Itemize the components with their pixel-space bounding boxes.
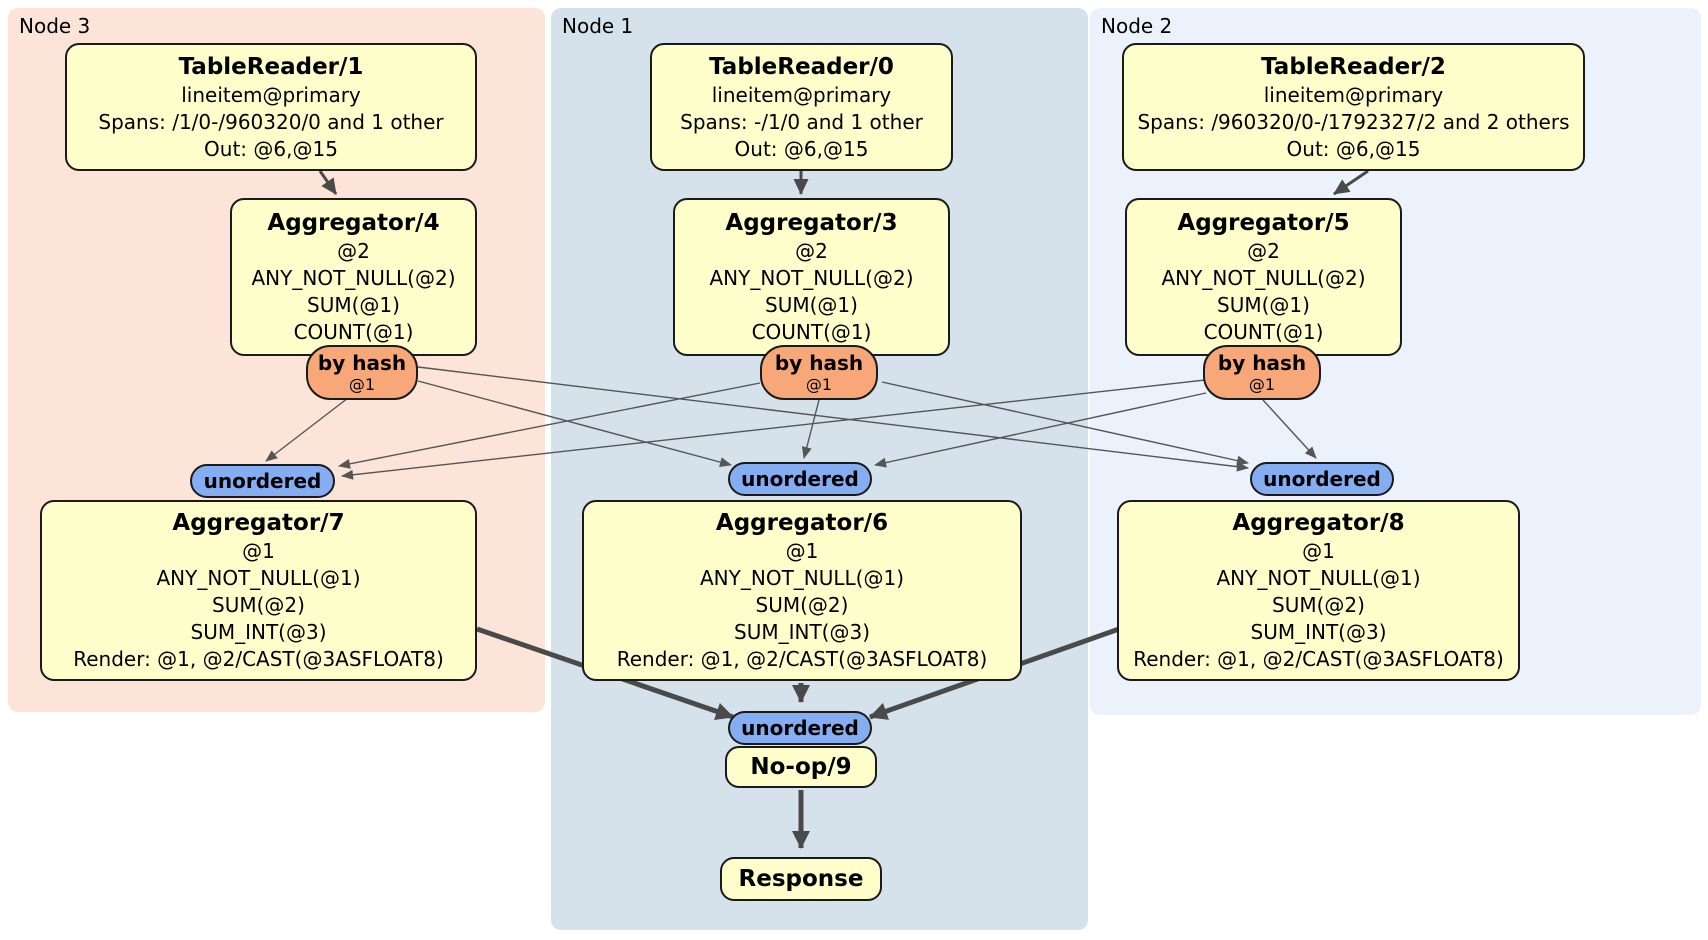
processor-line: Spans: -/1/0 and 1 other bbox=[680, 109, 923, 134]
processor-line: @2 bbox=[1247, 239, 1280, 263]
processor-line: Out: @6,@15 bbox=[204, 136, 338, 161]
processor-line: ANY_NOT_NULL(@2) bbox=[709, 266, 914, 290]
router-key: @1 bbox=[1248, 374, 1276, 394]
edge-bh2-uo2 bbox=[1262, 399, 1317, 459]
edge-bh3-uo3 bbox=[265, 397, 349, 462]
region-label-node2: Node 2 bbox=[1101, 14, 1173, 38]
processor-aggregator-3: Aggregator/3 @2 ANY_NOT_NULL(@2) SUM(@1)… bbox=[673, 198, 950, 356]
processor-line: Out: @6,@15 bbox=[1286, 136, 1421, 161]
processor-response: Response bbox=[720, 857, 882, 901]
processor-title: Aggregator/4 bbox=[267, 210, 440, 236]
processor-title: Aggregator/8 bbox=[1232, 510, 1405, 536]
stream-label: unordered bbox=[1263, 467, 1381, 491]
processor-line: @1 bbox=[785, 539, 819, 563]
stream-label: unordered bbox=[741, 716, 859, 740]
router-label: by hash bbox=[774, 350, 864, 375]
processor-aggregator-8: Aggregator/8 @1 ANY_NOT_NULL(@1) SUM(@2)… bbox=[1117, 500, 1520, 681]
processor-title: Aggregator/7 bbox=[172, 510, 345, 536]
processor-line: @2 bbox=[337, 239, 370, 263]
processor-title: Response bbox=[738, 866, 864, 892]
processor-aggregator-5: Aggregator/5 @2 ANY_NOT_NULL(@2) SUM(@1)… bbox=[1125, 198, 1402, 356]
processor-line: Spans: /960320/0-/1792327/2 and 2 others bbox=[1137, 109, 1570, 134]
processor-line: ANY_NOT_NULL(@2) bbox=[251, 266, 456, 290]
edges-tablereader-to-aggregator bbox=[318, 169, 1369, 196]
router-label: by hash bbox=[317, 350, 407, 375]
router-by-hash-node2: by hash @1 bbox=[1203, 345, 1321, 400]
processor-line: @1 bbox=[1302, 539, 1335, 563]
processor-title: Aggregator/5 bbox=[1177, 210, 1350, 236]
processor-line: ANY_NOT_NULL(@2) bbox=[1161, 266, 1366, 290]
edge-bh1-uo1 bbox=[801, 399, 820, 459]
processor-title: TableReader/1 bbox=[178, 53, 364, 80]
stream-unordered-node3: unordered bbox=[190, 464, 335, 498]
processor-line: ANY_NOT_NULL(@1) bbox=[156, 566, 361, 590]
processor-line: SUM_INT(@3) bbox=[190, 620, 327, 644]
edges-hash-to-unordered bbox=[265, 366, 1317, 480]
processor-tablereader-0: TableReader/0 lineitem@primary Spans: -/… bbox=[650, 43, 953, 171]
processor-line: SUM(@1) bbox=[1217, 293, 1310, 317]
processor-line: SUM_INT(@3) bbox=[734, 620, 870, 644]
processor-line: COUNT(@1) bbox=[751, 320, 872, 344]
processor-aggregator-7: Aggregator/7 @1 ANY_NOT_NULL(@1) SUM(@2)… bbox=[40, 500, 477, 681]
processor-line: Render: @1, @2/CAST(@3ASFLOAT8) bbox=[616, 647, 988, 671]
edge-bh3-uo1 bbox=[417, 380, 732, 467]
processor-line: SUM(@1) bbox=[765, 293, 858, 317]
processor-line: COUNT(@1) bbox=[1203, 320, 1324, 344]
processor-line: ANY_NOT_NULL(@1) bbox=[1216, 566, 1421, 590]
edge-bh1-uo3 bbox=[338, 382, 761, 469]
processor-line: @1 bbox=[242, 539, 275, 563]
edge-bh2-uo1 bbox=[874, 392, 1207, 468]
processor-aggregator-4: Aggregator/4 @2 ANY_NOT_NULL(@2) SUM(@1)… bbox=[230, 198, 477, 356]
router-by-hash-node1: by hash @1 bbox=[760, 345, 878, 400]
processor-line: lineitem@primary bbox=[1263, 82, 1444, 107]
processor-line: SUM_INT(@3) bbox=[1250, 620, 1387, 644]
processor-line: @2 bbox=[795, 239, 828, 263]
processor-line: Render: @1, @2/CAST(@3ASFLOAT8) bbox=[73, 647, 444, 671]
stream-unordered-node1: unordered bbox=[728, 462, 872, 496]
processor-tablereader-1: TableReader/1 lineitem@primary Spans: /1… bbox=[65, 43, 477, 171]
edge-tr1-agg4 bbox=[318, 170, 338, 195]
router-by-hash-node3: by hash @1 bbox=[306, 345, 418, 400]
router-key: @1 bbox=[805, 374, 833, 394]
edge-tr2-agg5 bbox=[1333, 169, 1369, 196]
edge-bh1-uo2 bbox=[881, 381, 1249, 466]
processor-line: SUM(@2) bbox=[755, 593, 849, 617]
stream-label: unordered bbox=[203, 469, 322, 493]
stream-label: unordered bbox=[741, 467, 859, 491]
processor-line: SUM(@2) bbox=[1272, 593, 1365, 617]
stream-unordered-node2: unordered bbox=[1250, 462, 1394, 496]
edge-bh3-uo2 bbox=[417, 366, 1249, 472]
processor-aggregator-6: Aggregator/6 @1 ANY_NOT_NULL(@1) SUM(@2)… bbox=[582, 500, 1022, 681]
processor-line: ANY_NOT_NULL(@1) bbox=[700, 566, 904, 590]
processor-title: TableReader/0 bbox=[709, 53, 894, 80]
processor-line: SUM(@1) bbox=[307, 293, 400, 317]
processor-line: SUM(@2) bbox=[212, 593, 305, 617]
processor-line: Render: @1, @2/CAST(@3ASFLOAT8) bbox=[1133, 647, 1504, 671]
processor-line: COUNT(@1) bbox=[293, 320, 414, 344]
processor-title: Aggregator/6 bbox=[715, 510, 889, 536]
processor-title: TableReader/2 bbox=[1261, 53, 1446, 80]
router-key: @1 bbox=[348, 374, 376, 394]
edge-bh2-uo3 bbox=[341, 379, 1206, 480]
stream-unordered-final: unordered bbox=[728, 711, 872, 745]
region-label-node1: Node 1 bbox=[562, 14, 634, 38]
processor-tablereader-2: TableReader/2 lineitem@primary Spans: /9… bbox=[1122, 43, 1585, 171]
processor-line: lineitem@primary bbox=[711, 82, 892, 107]
router-label: by hash bbox=[1217, 350, 1307, 375]
processor-no-op-9: No-op/9 bbox=[725, 746, 877, 788]
region-label-node3: Node 3 bbox=[19, 14, 91, 38]
processor-line: Out: @6,@15 bbox=[734, 136, 869, 161]
processor-title: Aggregator/3 bbox=[725, 210, 898, 236]
processor-line: lineitem@primary bbox=[181, 82, 361, 107]
processor-line: Spans: /1/0-/960320/0 and 1 other bbox=[98, 109, 444, 134]
processor-title: No-op/9 bbox=[750, 754, 852, 780]
